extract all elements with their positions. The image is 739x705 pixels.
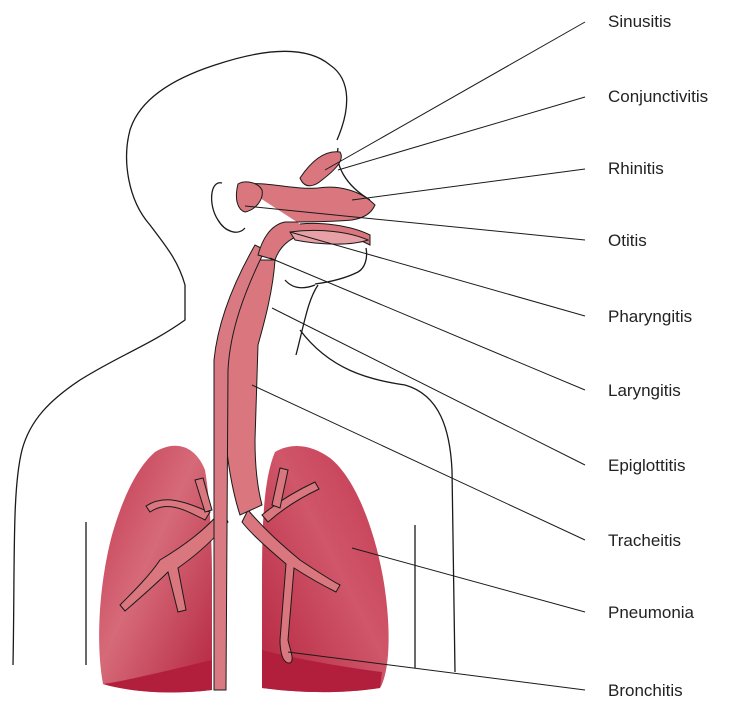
label-laryngitis: Laryngitis [608, 381, 681, 400]
leader-rhinitis [352, 169, 585, 200]
label-pharyngitis: Pharyngitis [608, 307, 692, 326]
label-epiglottitis: Epiglottitis [608, 456, 685, 475]
leader-epiglottitis [272, 308, 585, 465]
label-conjunctivitis: Conjunctivitis [608, 87, 708, 106]
leader-conjunctivitis [338, 97, 585, 170]
jaw-outline [285, 280, 315, 288]
label-bronchitis: Bronchitis [608, 681, 683, 700]
label-rhinitis: Rhinitis [608, 159, 664, 178]
label-tracheitis: Tracheitis [608, 531, 681, 550]
chin-outline [315, 248, 367, 284]
leader-pneumonia [352, 548, 585, 612]
leader-pharyngitis [290, 232, 585, 316]
neck-outline [296, 285, 318, 355]
leader-laryngitis [270, 258, 585, 390]
label-otitis: Otitis [608, 231, 647, 250]
labels: Sinusitis Conjunctivitis Rhinitis Otitis… [608, 12, 708, 700]
label-sinusitis: Sinusitis [608, 12, 671, 31]
sinus [300, 152, 341, 186]
leader-sinusitis [325, 22, 585, 170]
label-pneumonia: Pneumonia [608, 603, 695, 622]
